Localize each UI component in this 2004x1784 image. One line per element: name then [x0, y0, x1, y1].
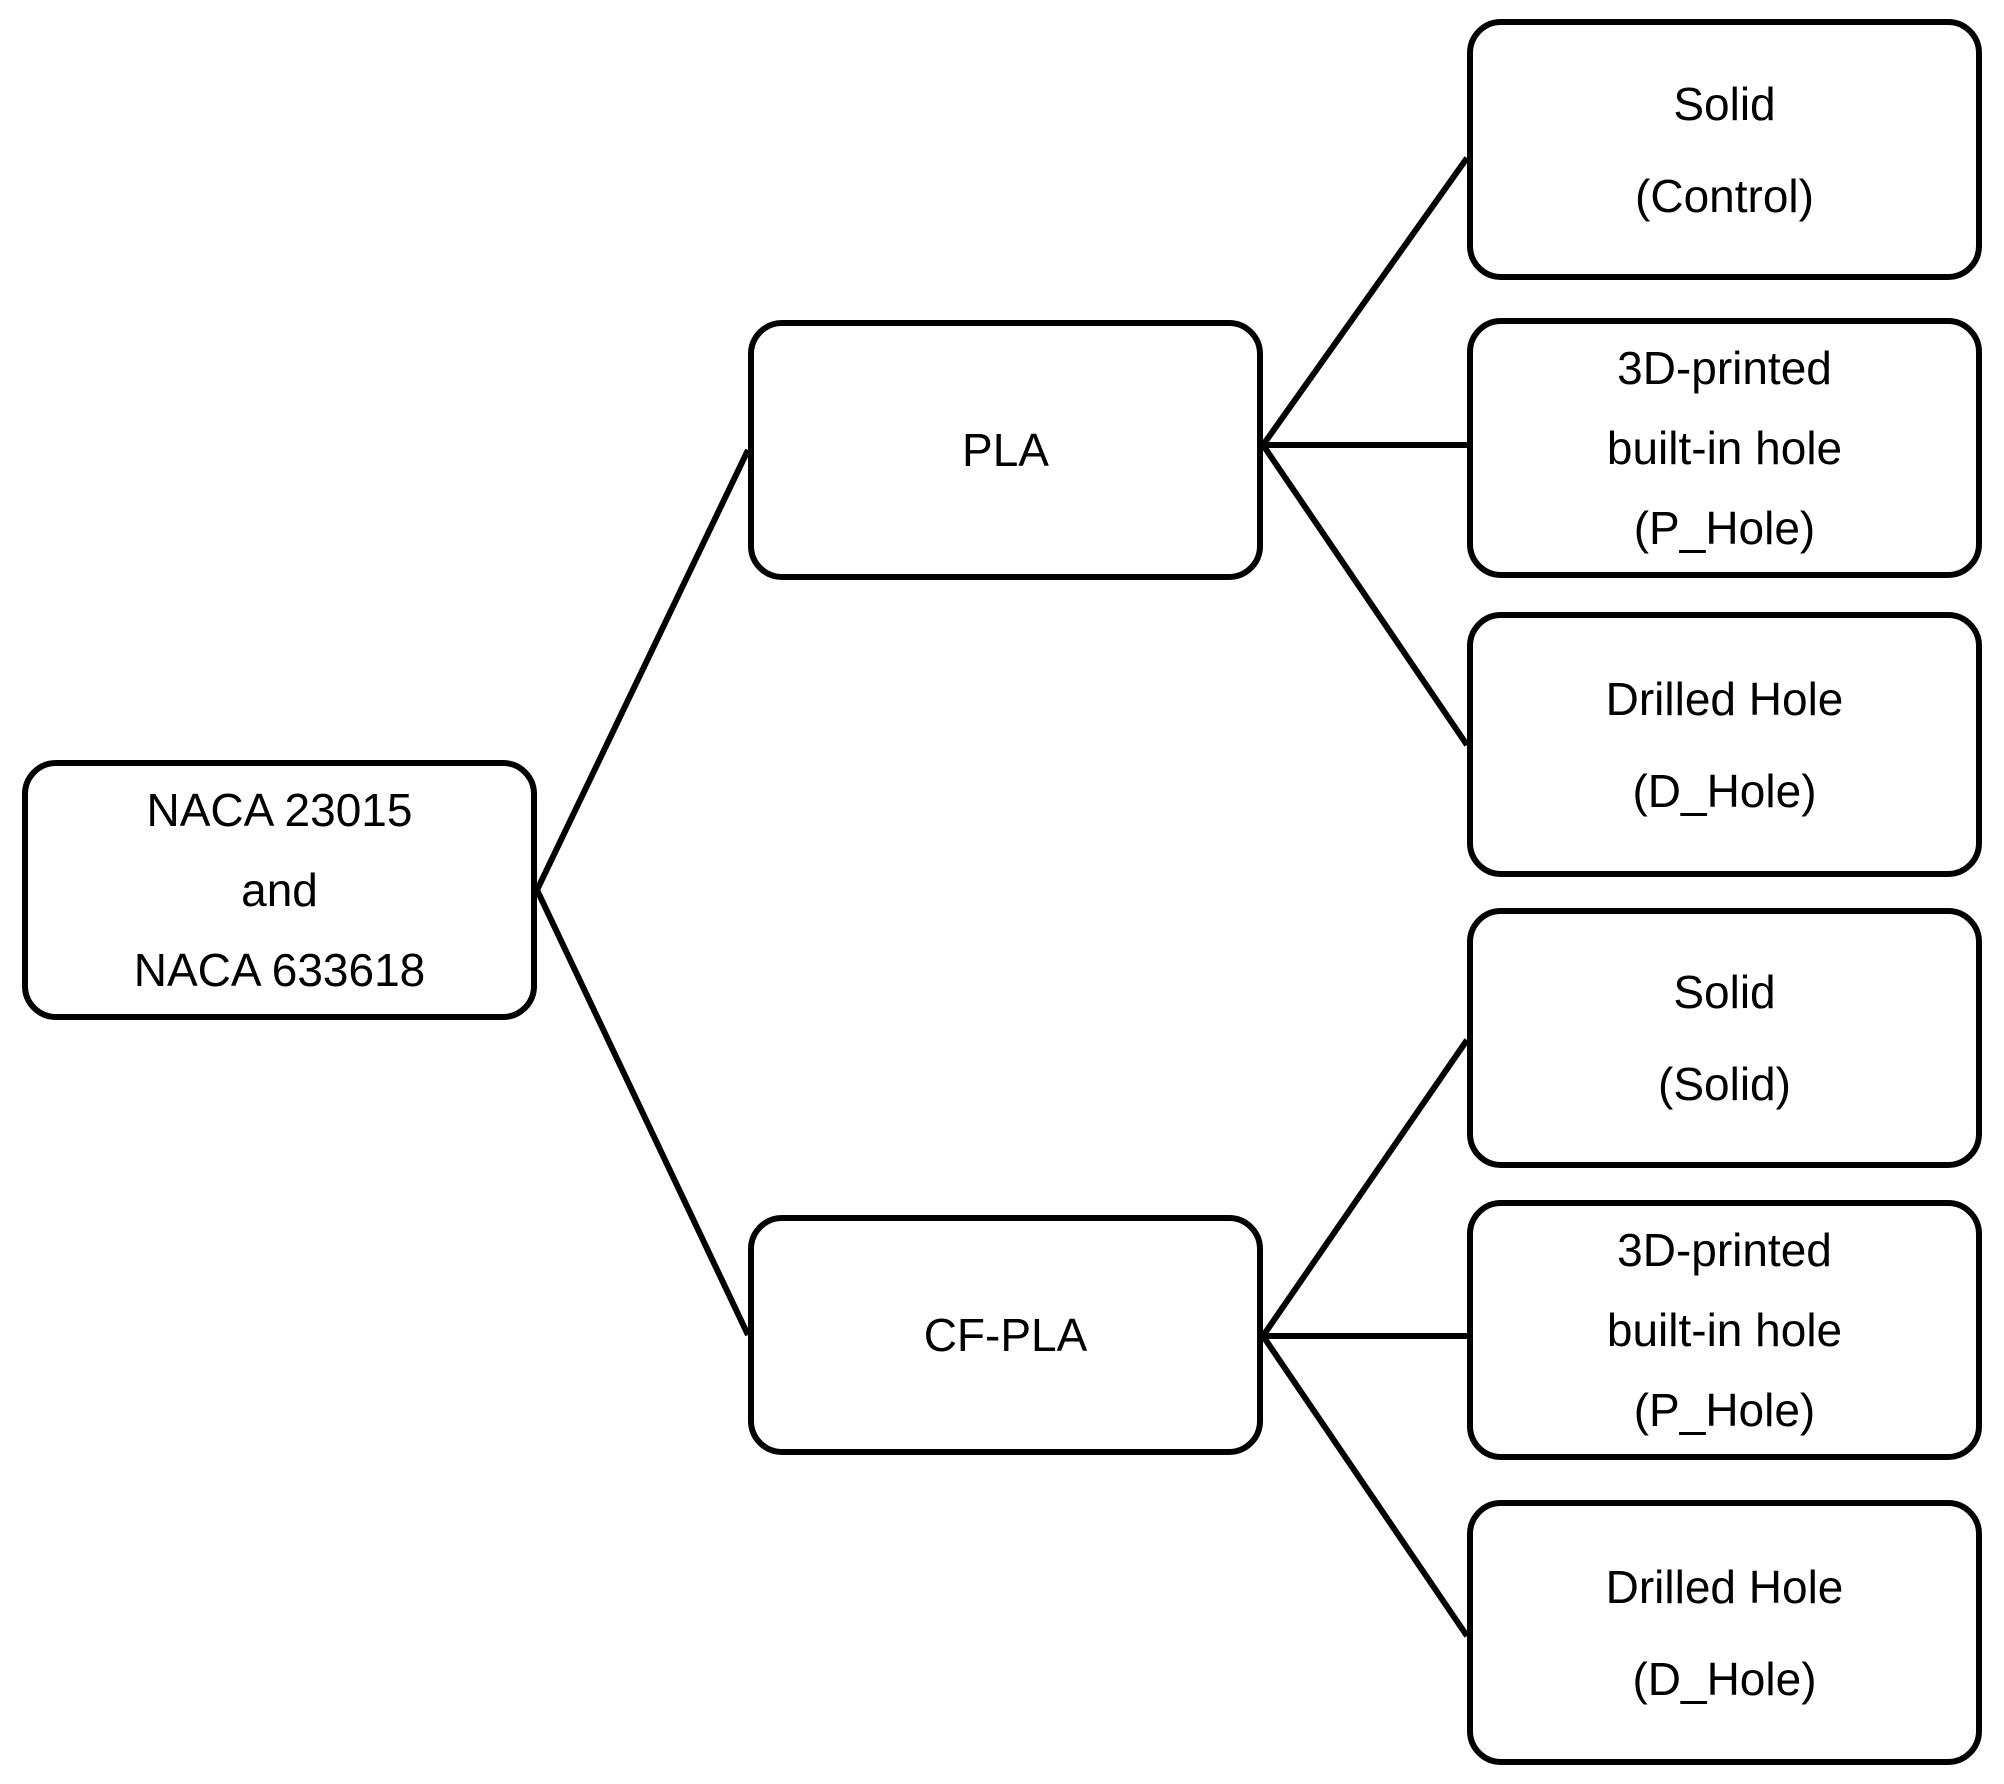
node-pla-solid-line-1: Solid	[1673, 77, 1776, 130]
node-cfpla-solid-line-1: Solid	[1673, 966, 1776, 1018]
node-pla[interactable]: PLA	[748, 320, 1263, 580]
connector-pla-to-pla-d-hole	[1260, 443, 1470, 747]
node-cfpla-p-hole-line-3: (P_Hole)	[1633, 1384, 1816, 1436]
node-pla-d-hole-line-1: Drilled Hole	[1605, 672, 1844, 725]
connector-cf-pla-to-cfpla-solid	[1260, 1038, 1470, 1338]
node-pla-p-hole[interactable]: 3D-printed built-in hole (P_Hole)	[1467, 318, 1982, 578]
node-pla-p-hole-line-1: 3D-printed	[1617, 342, 1832, 394]
node-pla-p-hole-line-3: (P_Hole)	[1633, 502, 1816, 554]
node-pla-d-hole-line-2: (D_Hole)	[1632, 764, 1817, 817]
connector-pla-to-pla-solid	[1260, 156, 1470, 447]
node-cfpla-d-hole-line-1: Drilled Hole	[1605, 1560, 1844, 1613]
node-cf-pla-line-1: CF-PLA	[923, 1309, 1088, 1361]
node-pla-solid[interactable]: Solid (Control)	[1467, 19, 1982, 280]
node-cfpla-d-hole[interactable]: Drilled Hole (D_Hole)	[1467, 1500, 1982, 1765]
connector-root-to-pla	[534, 448, 751, 892]
node-cfpla-d-hole-line-2: (D_Hole)	[1632, 1652, 1817, 1705]
node-cf-pla[interactable]: CF-PLA	[748, 1215, 1263, 1455]
node-root-line-2: and	[241, 864, 318, 916]
node-cfpla-solid-line-2: (Solid)	[1658, 1058, 1791, 1110]
node-cfpla-p-hole-line-1: 3D-printed	[1617, 1224, 1832, 1276]
node-root-line-1: NACA 23015	[146, 784, 413, 836]
node-root-line-3: NACA 633618	[133, 944, 426, 996]
node-cfpla-p-hole[interactable]: 3D-printed built-in hole (P_Hole)	[1467, 1200, 1982, 1460]
node-pla-solid-line-2: (Control)	[1635, 169, 1814, 222]
connector-root-to-cf-pla	[534, 888, 751, 1337]
node-pla-line-1: PLA	[962, 424, 1049, 476]
node-cfpla-p-hole-line-2: built-in hole	[1606, 1304, 1843, 1356]
node-pla-d-hole[interactable]: Drilled Hole (D_Hole)	[1467, 612, 1982, 877]
node-pla-p-hole-line-2: built-in hole	[1606, 422, 1843, 474]
connector-cf-pla-to-cfpla-d-hole	[1260, 1334, 1470, 1638]
node-cfpla-solid[interactable]: Solid (Solid)	[1467, 908, 1982, 1168]
